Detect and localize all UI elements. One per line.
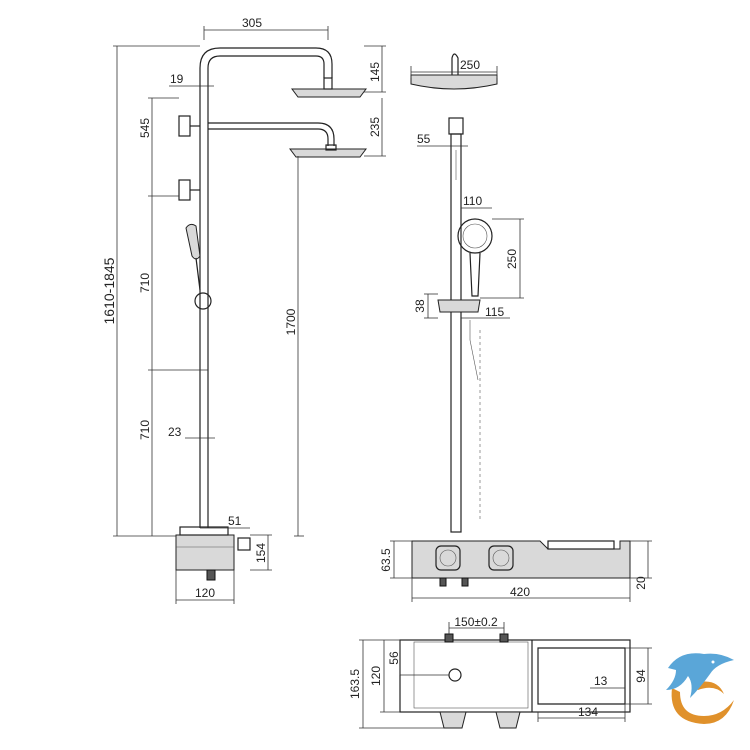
- outlet-top: [448, 668, 462, 682]
- dim-mid-section: 710: [138, 273, 152, 293]
- dim-top-body-depth: 120: [369, 666, 383, 686]
- thermostat-body-front: [411, 540, 631, 579]
- knob-top-right: [495, 711, 521, 729]
- top-view: 150±0.2 163.5 120 56 94 13 134: [348, 615, 652, 729]
- side-view: 305 19 145 235 1610-1845 545 710 710 170…: [101, 16, 386, 604]
- dim-body-height: 154: [254, 543, 268, 563]
- dim-body-depth: 120: [195, 586, 215, 600]
- dolphin-logo: [666, 653, 734, 724]
- dim-bracket-width: 55: [417, 132, 431, 146]
- front-view: 250 55 110 250 38 115 63.5 20 420: [379, 53, 652, 602]
- flow-knob: [488, 545, 514, 571]
- dim-holder-height: 38: [413, 299, 427, 313]
- dim-head-height: 145: [368, 62, 382, 82]
- dim-body-height-front: 63.5: [379, 548, 393, 572]
- thermostat-body-side: [175, 534, 235, 571]
- dim-outlet-offset: 56: [387, 651, 401, 665]
- dim-head-diameter: 250: [460, 58, 480, 72]
- dim-top-depth: 163.5: [348, 669, 362, 699]
- logo-swoosh-icon: [671, 688, 734, 724]
- dim-holder-depth: 115: [485, 305, 504, 319]
- dim-body-offset: 51: [228, 514, 242, 528]
- hand-shower-front: [457, 218, 493, 254]
- dim-shelf-width: 134: [578, 705, 598, 719]
- rain-head-upper: [291, 88, 367, 98]
- rain-head-lower: [289, 148, 367, 158]
- dolphin-icon: [666, 653, 734, 698]
- temperature-knob: [435, 545, 461, 571]
- dim-hand-head-width: 110: [463, 194, 482, 208]
- wall-bracket-lower: [178, 179, 191, 201]
- dim-head-offset: 19: [170, 72, 184, 86]
- dim-pipe-offset: 23: [168, 425, 182, 439]
- dim-inlet-spacing: 150±0.2: [454, 615, 498, 629]
- dim-height-to-head: 1700: [284, 308, 298, 335]
- dim-lower-section: 710: [138, 420, 152, 440]
- dim-total-width: 420: [510, 585, 530, 599]
- rain-head-front: [410, 74, 498, 90]
- wall-bracket-upper: [178, 115, 191, 137]
- dim-hand-length: 250: [505, 249, 519, 269]
- hand-shower-holder-side: [194, 292, 212, 310]
- dim-upper-section: 545: [138, 118, 152, 138]
- dim-shelf-step: 20: [634, 576, 648, 590]
- knob-top-left: [439, 711, 467, 729]
- dim-shelf-depth: 94: [634, 669, 648, 683]
- dim-total-height: 1610-1845: [101, 257, 117, 324]
- dim-top-width: 305: [242, 16, 262, 30]
- hand-shower-holder-front: [437, 299, 481, 313]
- arm-bracket-front: [448, 117, 464, 135]
- hand-shower-side: [185, 223, 201, 260]
- dim-head-drop: 235: [368, 117, 382, 137]
- dim-shelf-offset: 13: [594, 674, 608, 688]
